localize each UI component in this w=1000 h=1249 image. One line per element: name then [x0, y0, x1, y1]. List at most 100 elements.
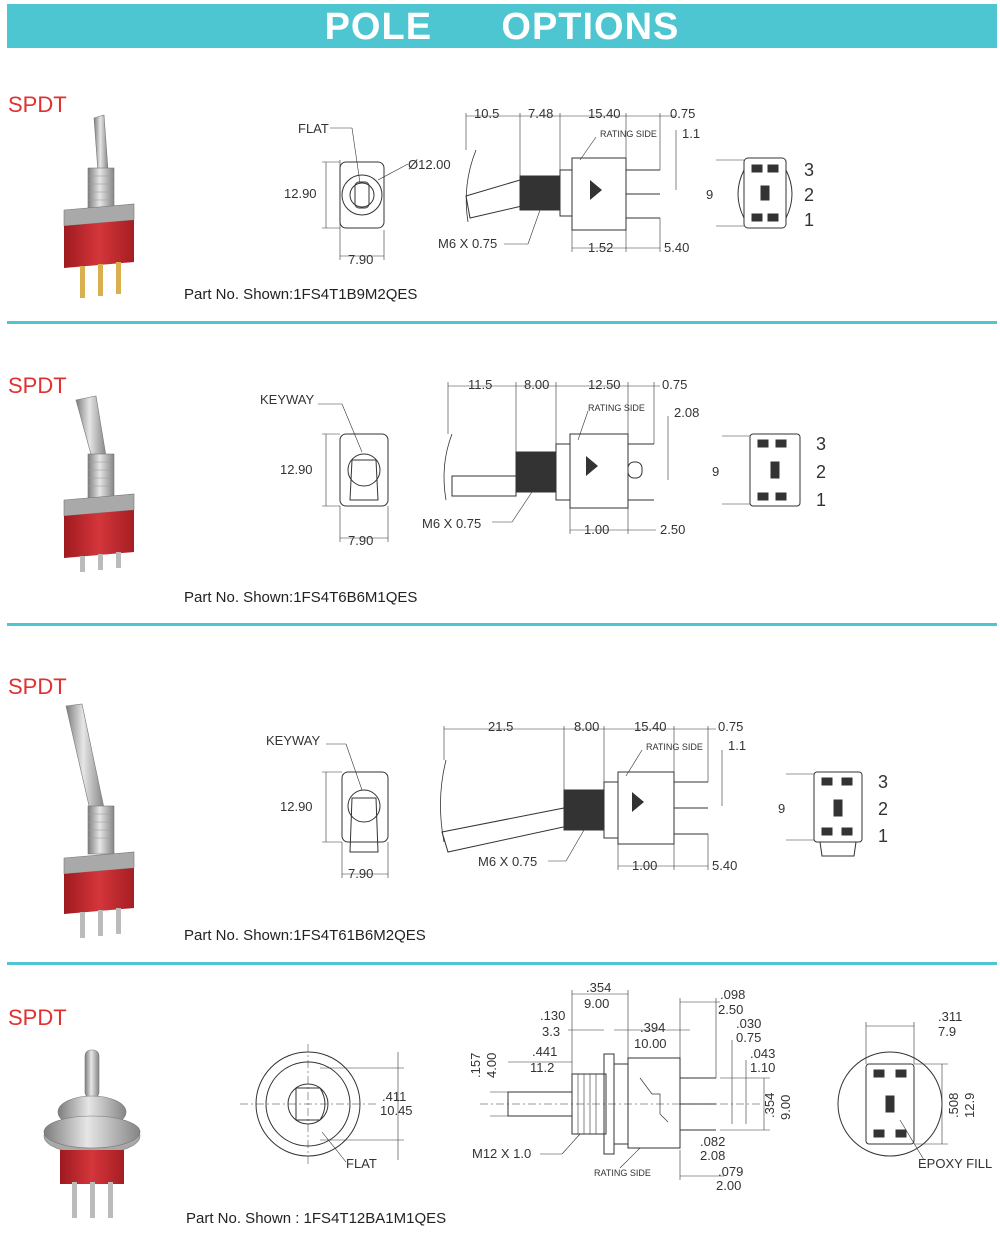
- part-number: Part No. Shown : 1FS4T12BA1M1QES: [186, 1210, 447, 1227]
- side-dim: 2.08: [674, 405, 699, 420]
- front-width: 7.90: [348, 866, 373, 881]
- front-dim: .411: [382, 1089, 406, 1104]
- back-dim: .311: [938, 1009, 962, 1024]
- side-dim: 10.5: [474, 106, 499, 121]
- pin-number: 1: [878, 826, 888, 846]
- side-dim: .394: [640, 1020, 665, 1035]
- front-view-drawing: [322, 127, 409, 260]
- pin-number: 1: [816, 490, 826, 510]
- part-number: Part No. Shown:1FS4T1B9M2QES: [184, 286, 418, 303]
- side-dim: 1.10: [750, 1060, 775, 1075]
- rating-side-label: RATING SIDE: [588, 403, 645, 413]
- side-dim: 8.00: [524, 377, 549, 392]
- side-dim: 1.52: [588, 240, 613, 255]
- side-dim: 2.08: [700, 1148, 725, 1163]
- pin-view-drawing: [722, 433, 801, 507]
- front-width: 7.90: [348, 533, 373, 548]
- side-dim: 10.00: [634, 1036, 667, 1051]
- side-dim: .441: [532, 1044, 557, 1059]
- back-dim: 12.9: [962, 1093, 977, 1118]
- side-dim: .079: [718, 1164, 743, 1179]
- front-view-drawing: [322, 743, 389, 878]
- pin-number: 1: [804, 210, 814, 230]
- back-view-drawing: [837, 1022, 948, 1161]
- pin-number: 3: [804, 160, 814, 180]
- side-dim: 8.00: [574, 719, 599, 734]
- thread-label: M12 X 1.0: [472, 1146, 531, 1161]
- back-dim: 7.9: [938, 1024, 956, 1039]
- side-dim: 5.40: [712, 858, 737, 873]
- page-title: POLE OPTIONS: [324, 6, 680, 48]
- thread-label: M6 X 0.75: [422, 516, 481, 531]
- side-dim: 3.3: [542, 1024, 560, 1039]
- side-view-drawing: [443, 382, 669, 534]
- side-dim: .354: [762, 1093, 777, 1118]
- side-view-drawing: [440, 726, 723, 870]
- side-dim: .030: [736, 1016, 761, 1031]
- switch-photo: [63, 703, 135, 938]
- side-dim: .098: [720, 987, 745, 1002]
- front-diameter: Ø12.00: [408, 157, 451, 172]
- pole-label: SPDT: [8, 92, 67, 117]
- switch-photo: [43, 1049, 141, 1218]
- side-dim: 1.1: [728, 738, 746, 753]
- front-height: 12.90: [280, 799, 313, 814]
- side-dim: 15.40: [634, 719, 667, 734]
- side-view-drawing: [465, 113, 677, 252]
- front-label: KEYWAY: [266, 733, 321, 748]
- pin-number: 3: [816, 434, 826, 454]
- pin-height: 9: [706, 187, 713, 202]
- section-divider: [7, 623, 997, 626]
- pole-label: SPDT: [8, 674, 67, 699]
- section-divider: [7, 962, 997, 965]
- side-dim: .130: [540, 1008, 565, 1023]
- front-height: 12.90: [284, 186, 317, 201]
- side-dim: 0.75: [718, 719, 743, 734]
- thread-label: M6 X 0.75: [438, 236, 497, 251]
- pin-height: 9: [778, 801, 785, 816]
- side-dim: 7.48: [528, 106, 553, 121]
- side-view-drawing: [480, 990, 770, 1180]
- front-dim: 10.45: [380, 1103, 413, 1118]
- side-dim: 0.75: [670, 106, 695, 121]
- pin-height: 9: [712, 464, 719, 479]
- side-dim: 15.40: [588, 106, 621, 121]
- switch-photo: [63, 114, 135, 298]
- pin-number: 2: [804, 185, 814, 205]
- pin-number: 2: [878, 799, 888, 819]
- front-label: FLAT: [346, 1156, 377, 1171]
- front-view-drawing: [318, 403, 389, 542]
- pin-number: 3: [878, 772, 888, 792]
- pin-view-drawing: [786, 771, 863, 857]
- side-dim: .082: [700, 1134, 725, 1149]
- side-dim: 0.75: [662, 377, 687, 392]
- part-number: Part No. Shown:1FS4T61B6M2QES: [184, 927, 426, 944]
- back-dim: .508: [946, 1093, 961, 1118]
- rating-side-label: RATING SIDE: [600, 129, 657, 139]
- side-dim: 2.50: [660, 522, 685, 537]
- epoxy-fill-label: EPOXY FILL: [918, 1156, 992, 1171]
- side-dim: 9.00: [584, 996, 609, 1011]
- side-dim: 2.50: [718, 1002, 743, 1017]
- side-dim: .043: [750, 1046, 775, 1061]
- part-number: Part No. Shown:1FS4T6B6M1QES: [184, 589, 418, 606]
- front-label: KEYWAY: [260, 392, 315, 407]
- thread-label: M6 X 0.75: [478, 854, 537, 869]
- pin-view-drawing: [716, 157, 793, 229]
- front-view-drawing: [240, 1044, 404, 1164]
- front-height: 12.90: [280, 462, 313, 477]
- side-dim: 1.1: [682, 126, 700, 141]
- side-dim: 2.00: [716, 1178, 741, 1193]
- rating-side-label: RATING SIDE: [594, 1168, 651, 1178]
- rating-side-label: RATING SIDE: [646, 742, 703, 752]
- side-dim: 11.2: [530, 1060, 554, 1075]
- side-dim: .354: [586, 980, 611, 995]
- side-dim: 9.00: [778, 1095, 793, 1120]
- side-dim: 5.40: [664, 240, 689, 255]
- title-banner: POLE OPTIONS: [7, 4, 997, 48]
- side-dim: 12.50: [588, 377, 621, 392]
- side-dim: .157: [468, 1053, 483, 1078]
- side-dim: 0.75: [736, 1030, 761, 1045]
- front-width: 7.90: [348, 252, 373, 267]
